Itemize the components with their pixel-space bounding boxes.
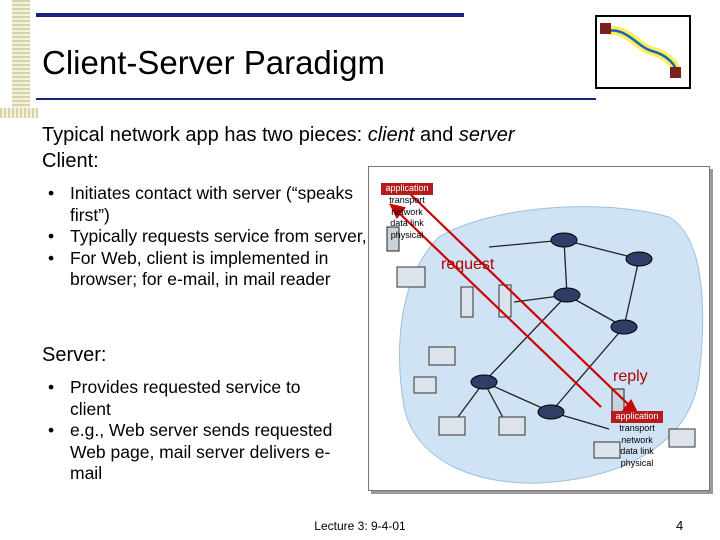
intro-client-word: client xyxy=(367,124,415,146)
reply-label: reply xyxy=(613,368,648,385)
reply-arrowhead xyxy=(388,203,406,220)
router-icon xyxy=(625,251,653,267)
client-stack-layer: physical xyxy=(390,230,424,241)
client-bullet: For Web, client is implemented in browse… xyxy=(42,248,368,291)
hosts xyxy=(396,266,696,459)
computer-icon xyxy=(438,416,466,436)
router-icon xyxy=(470,374,498,390)
server-bullet-list: Provides requested service to client e.g… xyxy=(42,377,342,485)
reply-arrow xyxy=(396,210,602,408)
computer-icon xyxy=(396,266,426,288)
laptop-icon xyxy=(593,441,621,459)
client-bullet-list: Initiates contact with server (“speaks f… xyxy=(42,183,368,291)
decorative-stripe-horizontal xyxy=(0,108,38,118)
router-icon xyxy=(537,404,565,420)
server-stack-layer: data link xyxy=(620,446,654,457)
server-tower-icon xyxy=(460,286,474,318)
request-arrow xyxy=(404,188,632,408)
intro-and-word: and xyxy=(414,124,459,146)
client-bullet: Initiates contact with server (“speaks f… xyxy=(42,183,368,226)
client-host-icon xyxy=(386,226,400,252)
server-protocol-stack: application transport network data link … xyxy=(611,411,663,470)
intro-prefix: Typical network app has two pieces: xyxy=(42,124,368,146)
page-number: 4 xyxy=(676,518,684,533)
network-logo-icon xyxy=(595,15,691,89)
router-icon xyxy=(550,232,578,248)
intro-line: Typical network app has two pieces: clie… xyxy=(42,124,515,147)
routers xyxy=(470,232,653,420)
network-diagram: application transport network data link … xyxy=(368,166,710,491)
computer-icon xyxy=(413,376,437,394)
request-label: request xyxy=(441,256,495,273)
client-stack-layer: data link xyxy=(390,218,424,229)
computer-icon xyxy=(428,346,456,366)
client-stack-layer: network xyxy=(391,206,423,217)
client-bullet: Typically requests service from server, xyxy=(42,226,368,248)
client-stack-layer: application xyxy=(381,183,433,195)
top-rule xyxy=(36,13,464,17)
router-icon xyxy=(553,287,581,303)
client-heading: Client: xyxy=(42,150,99,172)
router-icon xyxy=(610,319,638,335)
server-host-icon xyxy=(611,388,625,414)
title-rule xyxy=(36,98,596,100)
computer-icon xyxy=(668,428,696,448)
server-stack-layer: transport xyxy=(619,422,655,433)
computer-icon xyxy=(498,416,526,436)
server-stack-layer: application xyxy=(611,411,663,423)
intro-server-word: server xyxy=(458,124,515,146)
message-arrows xyxy=(388,188,640,415)
slide-title: Client-Server Paradigm xyxy=(42,44,385,81)
server-heading: Server: xyxy=(42,344,107,366)
server-stack-layer: network xyxy=(621,434,653,445)
footer-lecture: Lecture 3: 9-4-01 xyxy=(314,519,406,533)
server-stack-layer: physical xyxy=(620,458,654,469)
decorative-stripe-vertical xyxy=(12,0,30,118)
client-stack-layer: transport xyxy=(389,194,425,205)
server-bullet: Provides requested service to client xyxy=(42,377,342,420)
server-bullet: e.g., Web server sends requested Web pag… xyxy=(42,420,342,485)
client-protocol-stack: application transport network data link … xyxy=(381,183,433,242)
